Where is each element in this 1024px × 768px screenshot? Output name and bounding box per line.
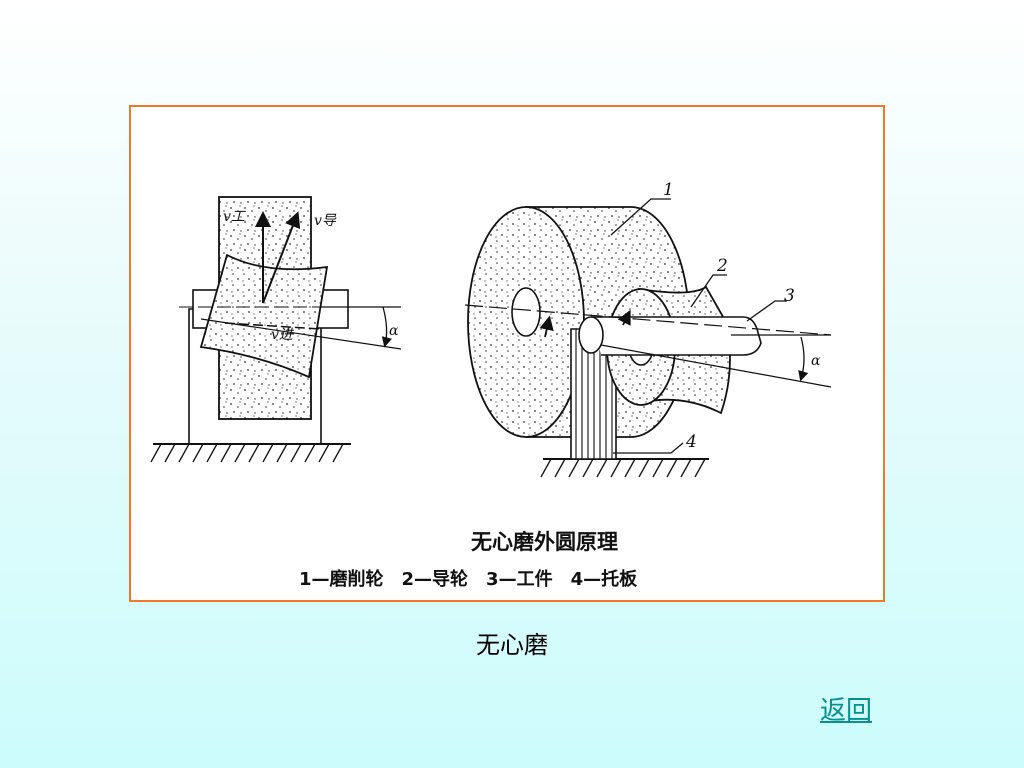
part-2-label: 2 [716,256,728,276]
part-3-label: 3 [784,286,795,306]
v-feed-label: v进 [271,327,295,343]
alpha-right-label: α [811,353,821,369]
v-guide-label: v导 [314,213,337,229]
figure-legend: 1—磨削轮 2—导轮 3—工件 4—托板 [299,568,638,590]
figure-caption: 无心磨 [476,631,548,659]
part-4-label: 4 [685,432,697,452]
alpha-left-label: α [389,323,399,339]
side-view: v工 v导 v进 α [150,196,402,463]
back-link[interactable]: 返回 [820,696,873,726]
perspective-view: 1 2 3 4 α [464,180,832,478]
part-1-label: 1 [663,180,674,200]
figure-title: 无心磨外圆原理 [471,530,618,554]
centerless-grinding-diagram: v工 v导 v进 α [150,180,832,590]
figure-frame: v工 v导 v进 α [129,105,885,602]
v-work-label: v工 [223,209,247,225]
